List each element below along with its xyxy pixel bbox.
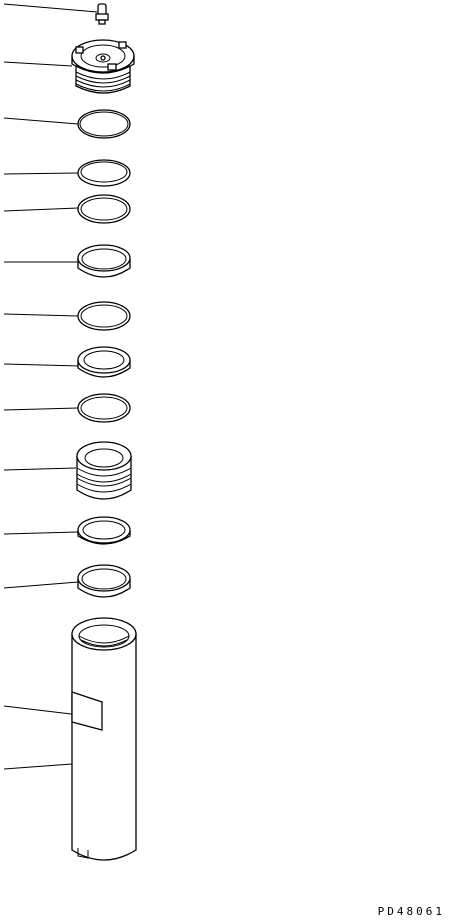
backup-ring-1-part [3,159,131,187]
leader-line-seal-2 [3,531,79,535]
wear-ring-part [3,564,131,598]
cylinder-head-part [3,39,135,94]
o-ring-2-part [3,194,131,224]
bushing-part [4,244,131,278]
backup-ring-2-part [3,301,131,331]
leader-line-o-ring-3 [3,407,79,411]
cylinder-tube-part [3,617,137,861]
o-ring-1-part [3,109,131,139]
seal-2-part [3,516,131,545]
label-plate-part [3,691,103,731]
leader-line-o-ring-1 [3,117,79,125]
leader-line-cylinder-tube [3,763,73,770]
grease-fitting-part [3,3,109,25]
piston-part [3,441,132,500]
drawing-code-label: PD48061 [377,905,445,918]
leader-line-backup-ring-1 [3,172,79,175]
leader-line-piston [3,467,77,471]
leader-line-grease-fitting [3,3,98,13]
leader-line-backup-ring-2 [3,313,79,317]
leader-line-cylinder-head [3,61,73,67]
seal-1-part [3,346,131,378]
leader-line-wear-ring [3,581,79,589]
leader-line-o-ring-2 [3,207,79,212]
leader-line-seal-1 [3,363,81,367]
o-ring-3-part [3,393,131,423]
